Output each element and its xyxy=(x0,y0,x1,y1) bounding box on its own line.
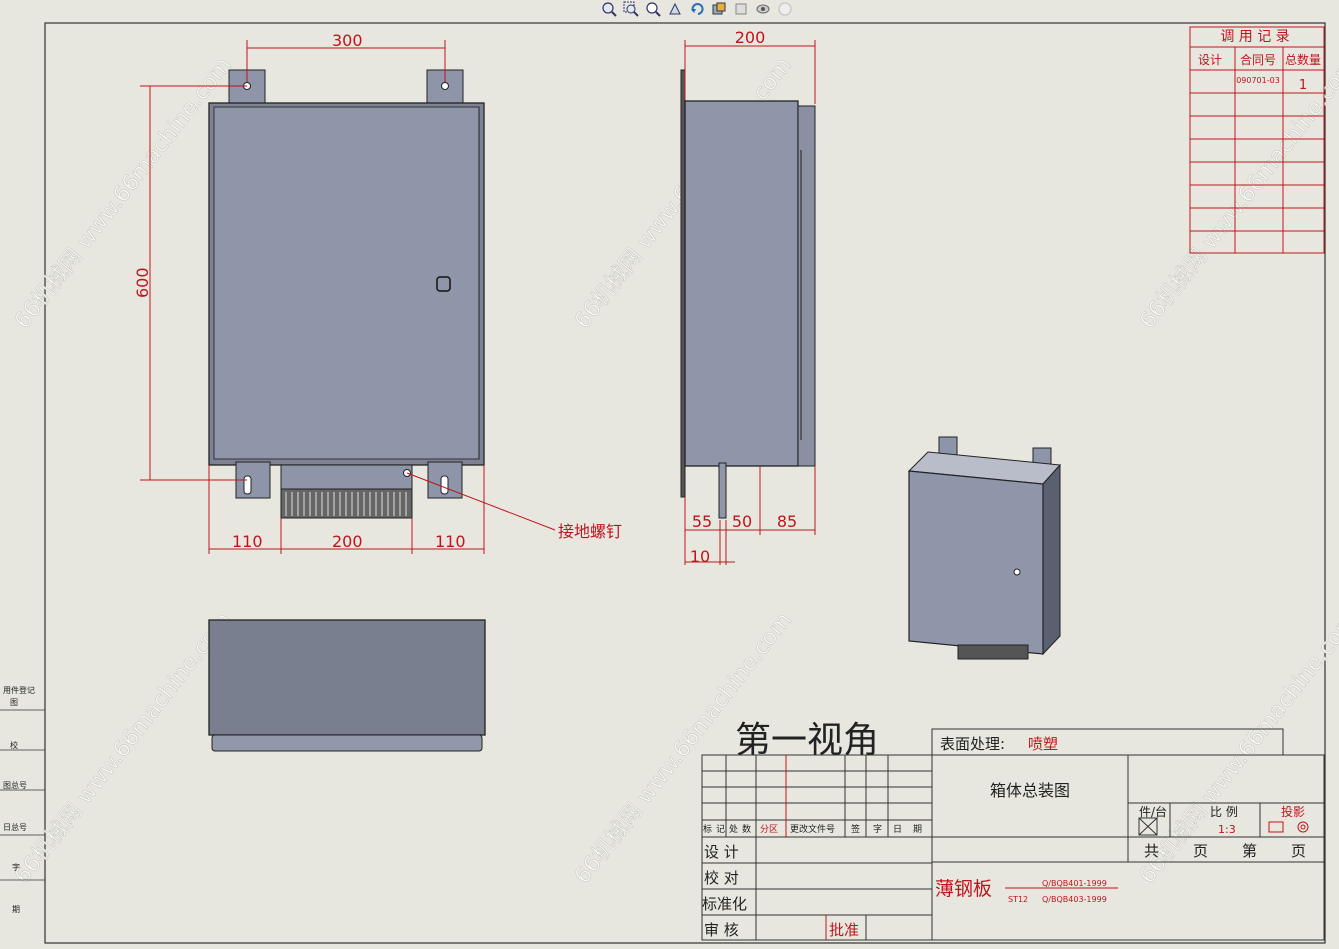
view-toolbar xyxy=(600,0,794,18)
drawing-name: 箱体总装图 xyxy=(990,781,1070,800)
role-design: 设 计 xyxy=(704,843,739,861)
ground-screw-label: 接地螺钉 xyxy=(558,522,622,541)
dim-front-bottom-1: 110 xyxy=(232,532,263,551)
dim-side-bottom-2: 50 xyxy=(732,512,752,531)
left-strip-lines xyxy=(0,709,45,881)
rev-header-9: 期 xyxy=(913,824,922,835)
left-strip-2: 校 xyxy=(10,740,18,750)
scale-label: 比 例 xyxy=(1210,805,1238,819)
rev-header-5: 更改文件号 xyxy=(790,823,835,835)
dim-front-top: 300 xyxy=(332,31,363,50)
projection-label: 投影 xyxy=(1281,804,1305,819)
zoom-area-icon[interactable] xyxy=(622,1,640,17)
left-strip-4: 日总号 xyxy=(3,822,27,832)
rev-header-0: 标 xyxy=(703,823,712,835)
view-orientation-icon[interactable] xyxy=(732,1,750,17)
history-header-design: 设计 xyxy=(1198,53,1222,67)
piece-label: 件/台 xyxy=(1139,804,1167,819)
history-contract-value: 090701-03 xyxy=(1236,76,1280,85)
front-view xyxy=(208,69,485,519)
material-std-2: Q/BQB403-1999 xyxy=(1042,895,1107,904)
zoom-icon[interactable] xyxy=(644,1,662,17)
dim-side-bottom-1: 55 xyxy=(692,512,712,531)
sheet-page-label: 页 xyxy=(1291,842,1306,860)
rev-header-3: 数 xyxy=(742,823,751,835)
surface-label: 表面处理: xyxy=(940,735,1005,753)
left-strip-5: 字 xyxy=(12,862,20,872)
history-total-value: 1 xyxy=(1299,78,1307,93)
rev-header-8: 日 xyxy=(893,824,902,835)
watermark-1: 66机械网 www.66machine.com xyxy=(10,53,237,334)
watermark-6: 66机械网 www.66machine.com xyxy=(1135,608,1339,889)
scale-value: 1:3 xyxy=(1218,823,1236,836)
display-style-icon[interactable] xyxy=(710,1,728,17)
dim-front-bottom-2: 200 xyxy=(332,532,363,551)
rev-header-2: 处 xyxy=(729,823,738,835)
title-block-lines xyxy=(701,728,1325,941)
zoom-fit-icon[interactable] xyxy=(600,1,618,17)
view-note: 第一视角 xyxy=(735,720,879,761)
sheet-label: 第 xyxy=(1242,842,1257,860)
dim-front-bottom-3: 110 xyxy=(435,532,466,551)
front-dimensions xyxy=(140,40,556,554)
dim-side-bottom-3: 85 xyxy=(777,512,797,531)
role-check: 校 对 xyxy=(704,869,739,887)
title-block-red-lines xyxy=(785,755,1309,940)
pan-icon[interactable] xyxy=(666,1,684,17)
appearance-icon[interactable] xyxy=(776,1,794,17)
watermark-3: 66机械网 www.66machine.com xyxy=(1135,53,1339,334)
left-strip-3: 图总号 xyxy=(3,780,27,790)
rev-header-4: 分区 xyxy=(760,824,778,835)
left-strip-0: 用件登记 xyxy=(3,685,35,695)
hide-show-icon[interactable] xyxy=(754,1,772,17)
side-view xyxy=(680,69,816,519)
top-view xyxy=(208,619,486,752)
watermark-4: 66机械网 www.66machine.com xyxy=(10,608,237,889)
rev-header-6: 签 xyxy=(851,823,860,835)
dim-front-height: 600 xyxy=(133,267,152,298)
material-std-1: Q/BQB401-1999 xyxy=(1042,879,1107,888)
rev-header-1: 记 xyxy=(716,824,725,835)
surface-value: 喷塑 xyxy=(1028,735,1058,753)
iso-view xyxy=(907,436,1062,660)
rotate-icon[interactable] xyxy=(688,1,706,17)
total-page-label: 页 xyxy=(1193,842,1208,860)
role-review: 审 核 xyxy=(704,921,739,939)
history-table-lines xyxy=(1189,26,1325,254)
history-title: 调 用 记 录 xyxy=(1220,29,1289,45)
history-header-total: 总数量 xyxy=(1285,52,1321,67)
left-strip-1: 图 xyxy=(10,698,18,707)
history-header-contract: 合同号 xyxy=(1240,52,1276,67)
rev-header-7: 字 xyxy=(873,823,882,835)
material-code: ST12 xyxy=(1008,895,1028,904)
side-dimensions xyxy=(684,40,816,565)
material-name: 薄钢板 xyxy=(935,878,992,900)
left-strip-6: 期 xyxy=(12,905,20,914)
role-standard: 标准化 xyxy=(702,895,747,913)
dim-side-small: 10 xyxy=(690,547,710,566)
dim-side-top: 200 xyxy=(735,28,766,47)
total-label: 共 xyxy=(1144,842,1159,860)
approve-label: 批准 xyxy=(829,921,859,939)
